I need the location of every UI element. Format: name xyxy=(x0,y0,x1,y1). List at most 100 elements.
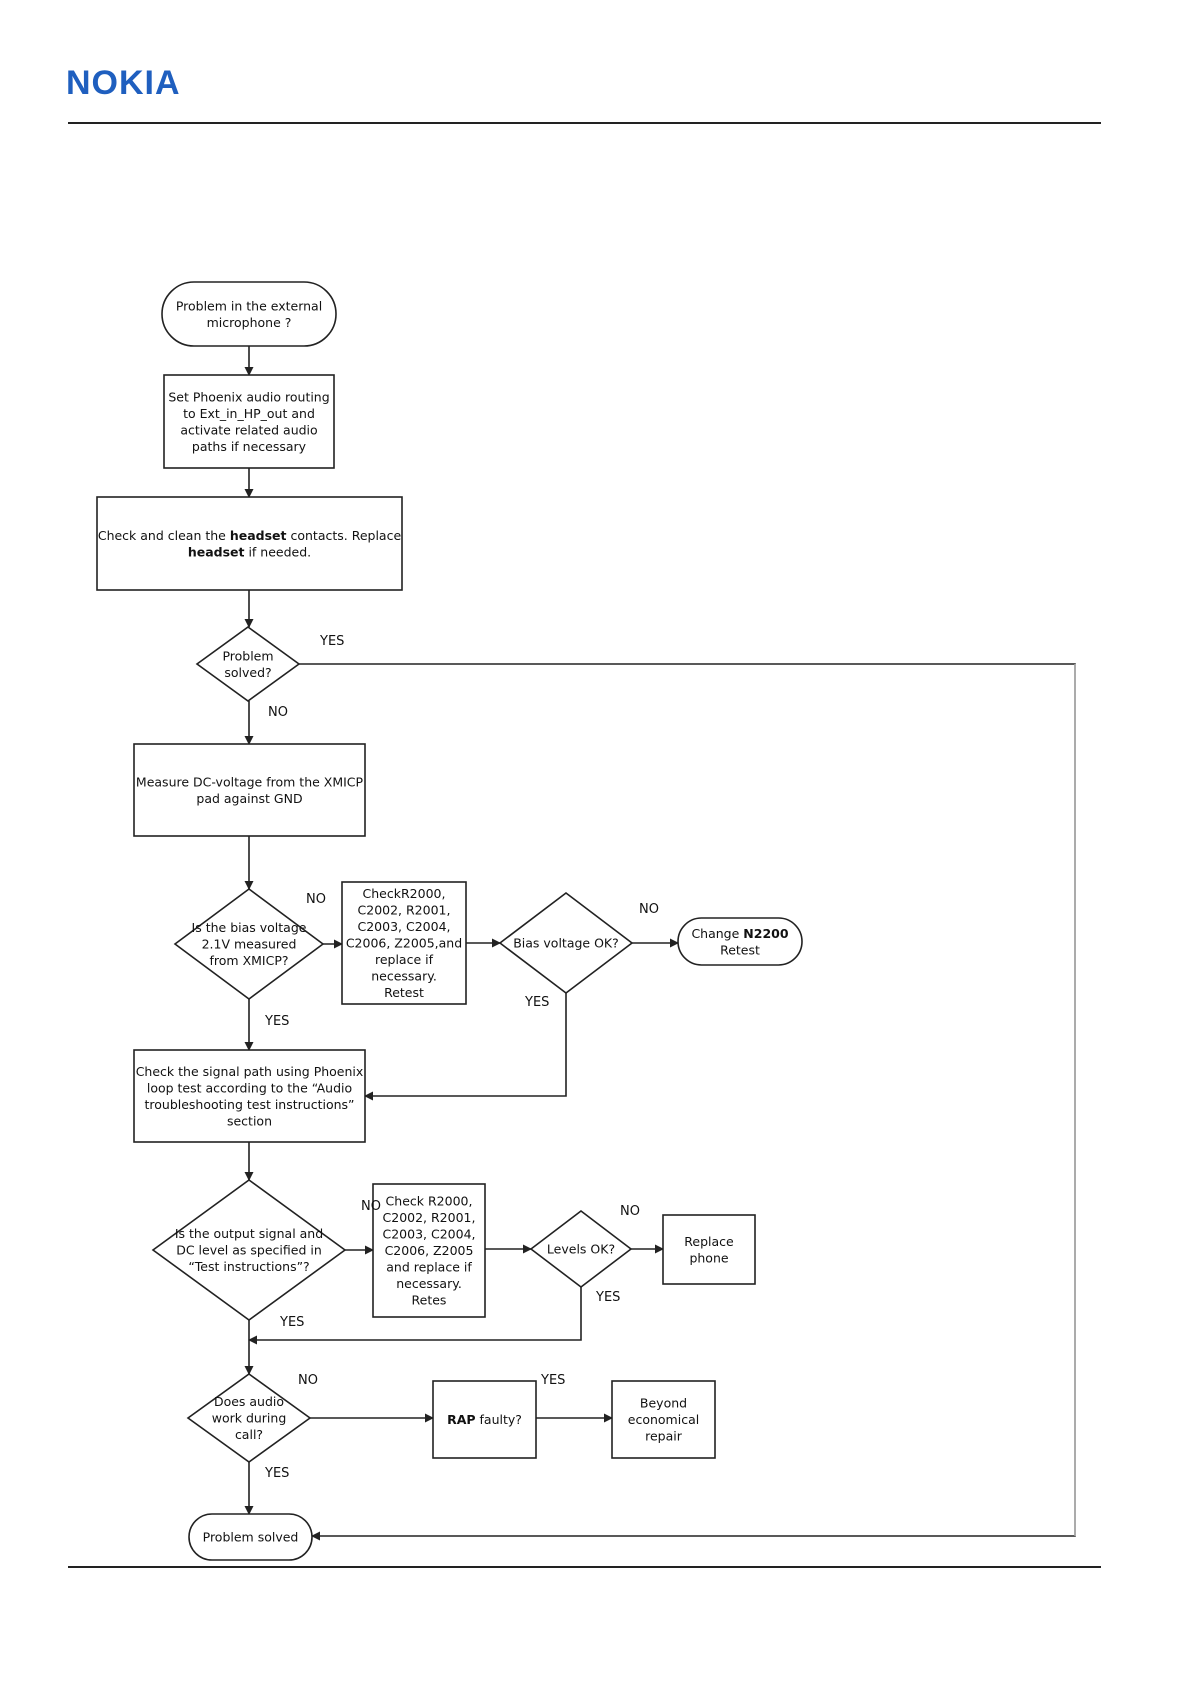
node-text-line: Problem in the external xyxy=(176,298,322,313)
node-text-line: Beyond xyxy=(640,1396,687,1411)
node-text-line: Problem solved xyxy=(203,1530,299,1545)
node-end: Problem solved xyxy=(188,1513,313,1561)
node-measure: Measure DC-voltage from the XMICP pad aga… xyxy=(133,743,366,837)
node-shape xyxy=(195,626,301,702)
node-text-line: Set Phoenix audio routing xyxy=(168,389,329,404)
node-shape xyxy=(677,917,803,966)
node-shape xyxy=(611,1380,716,1459)
node-shape xyxy=(188,1513,313,1561)
node-shape xyxy=(186,1373,312,1463)
header-rule xyxy=(68,122,1101,124)
node-signal-path: Check the signal path using Phoenixloop … xyxy=(133,1049,366,1143)
node-rap: RAP faulty? xyxy=(432,1380,537,1459)
node-text-line: Retes xyxy=(412,1293,447,1308)
edge-label-no: NO xyxy=(306,892,326,907)
node-text-line: C2002, R2001, xyxy=(358,903,451,918)
edge-label-yes: YES xyxy=(279,1315,304,1330)
edge-label-no: NO xyxy=(620,1204,640,1219)
node-text-line: economical xyxy=(628,1412,699,1427)
node-text-line: Replace xyxy=(684,1234,734,1249)
node-shape xyxy=(662,1214,756,1285)
edge-label-yes: YES xyxy=(319,634,344,649)
node-start: Problem in the external microphone ? xyxy=(161,281,337,347)
node-text-line: Retest xyxy=(384,985,424,1000)
node-levels-ok: Levels OK? xyxy=(529,1209,633,1289)
node-text-line: 2.1V measured xyxy=(202,937,297,952)
edge-label-yes: YES xyxy=(264,1014,289,1029)
edge-bias-ok-to-signal-path xyxy=(364,993,567,1101)
node-check-r2000-a: CheckR2000,C2002, R2001,C2003, C2004,C20… xyxy=(341,881,467,1005)
node-shape xyxy=(341,881,467,1005)
node-text-line: pad against GND xyxy=(196,791,302,806)
node-check-r2000-b: Check R2000,C2002, R2001, C2003, C2004,C2… xyxy=(372,1183,486,1318)
node-text-line: call? xyxy=(235,1427,263,1442)
node-text-line: C2006, Z2005 xyxy=(385,1243,474,1258)
node-routing: Set Phoenix audio routing to Ext_in_HP_ou… xyxy=(163,374,335,469)
node-text-line: “Test instructions”? xyxy=(188,1259,309,1274)
node-text-line: troubleshooting test instructions” xyxy=(144,1097,354,1112)
node-text-line: CheckR2000, xyxy=(363,886,446,901)
node-shape xyxy=(372,1183,486,1318)
node-text-line: and replace if xyxy=(386,1260,472,1275)
node-text-line: Check R2000, xyxy=(386,1194,473,1209)
node-text-line: C2003, C2004, xyxy=(383,1227,476,1242)
node-text-line: Problem xyxy=(222,648,273,663)
node-text-line: activate related audio xyxy=(180,422,317,437)
node-text-line: replace if xyxy=(375,952,434,967)
node-shape xyxy=(161,281,337,347)
node-text-line: microphone ? xyxy=(207,315,292,330)
node-text-line: Retest xyxy=(720,942,760,957)
node-text-line: Is the bias voltage xyxy=(192,920,307,935)
node-solved1: Problem solved? xyxy=(195,626,301,702)
node-text-line: from XMICP? xyxy=(210,953,289,968)
node-shape xyxy=(151,1179,347,1321)
edge-label-no: NO xyxy=(268,705,288,720)
node-shape xyxy=(133,1049,366,1143)
node-text-line: RAP faulty? xyxy=(447,1412,522,1427)
node-shape xyxy=(432,1380,537,1459)
node-text-line: Check the signal path using Phoenix xyxy=(136,1064,364,1079)
node-text-line: Check and clean the headset contacts. Re… xyxy=(98,528,402,543)
node-text-line: DC level as specified in xyxy=(176,1243,322,1258)
node-text-line: Does audio xyxy=(214,1394,284,1409)
edge-levels-ok-to-main xyxy=(248,1287,582,1345)
node-text-line: to Ext_in_HP_out and xyxy=(183,406,315,421)
node-shape xyxy=(529,1209,633,1289)
node-headset: Check and clean the headset contacts. Re… xyxy=(96,496,403,591)
node-bias-ok: Bias voltage OK? xyxy=(498,891,634,995)
node-text-line: Measure DC-voltage from the XMICP xyxy=(136,774,364,789)
nokia-logo: NOKIA xyxy=(66,64,181,102)
node-text-line: loop test according to the “Audio xyxy=(147,1080,352,1095)
node-shape xyxy=(133,743,366,837)
node-text-line: headset if needed. xyxy=(188,544,311,559)
edge-label-no: NO xyxy=(298,1373,318,1388)
node-text-line: C2003, C2004, xyxy=(358,919,451,934)
footer-rule xyxy=(68,1566,1101,1568)
node-text-line: Levels OK? xyxy=(547,1242,615,1257)
node-text-line: Bias voltage OK? xyxy=(513,936,619,951)
node-shape xyxy=(173,888,325,1000)
node-text-line: work during xyxy=(212,1411,287,1426)
node-text-line: paths if necessary xyxy=(192,439,307,454)
node-text-line: C2002, R2001, xyxy=(383,1210,476,1225)
node-shape xyxy=(498,891,634,995)
node-text-line: repair xyxy=(645,1429,683,1444)
edge-label-yes: YES xyxy=(524,995,549,1010)
edge-label-yes: YES xyxy=(595,1290,620,1305)
node-text-line: phone xyxy=(689,1250,728,1265)
node-text-line: section xyxy=(227,1113,272,1128)
node-text-line: necessary. xyxy=(396,1276,462,1291)
node-text-line: solved? xyxy=(224,665,271,680)
edge-label-yes: YES xyxy=(540,1373,565,1388)
node-text-line: Change N2200 xyxy=(691,926,788,941)
edge-label-yes: YES xyxy=(264,1466,289,1481)
node-shape xyxy=(163,374,335,469)
edge-label-no: NO xyxy=(361,1199,381,1214)
